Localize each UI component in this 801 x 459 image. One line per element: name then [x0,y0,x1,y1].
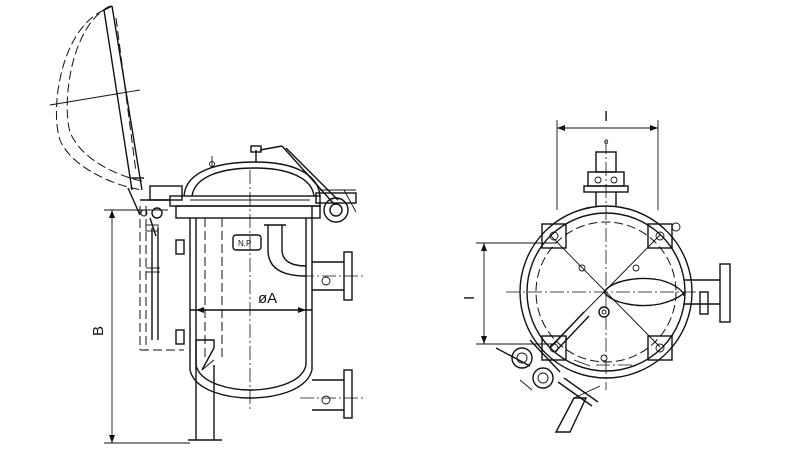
level-gauge-rod [139,206,185,351]
dimension-b: B [90,209,190,444]
outlet-pipe-plan [603,263,731,323]
inlet-elbow [264,224,307,277]
top-cover-dome [183,145,321,197]
dimension-diameter-label: øA [258,290,277,307]
inner-bolts [578,264,640,362]
dimension-side-label: I [461,296,478,300]
vessel-plan [506,140,700,390]
dimension-b-label: B [90,326,107,336]
support-leg [188,339,222,441]
dimension-diameter: øA [196,290,306,313]
outlet-nozzle [300,369,365,419]
opened-cover [49,5,147,216]
dimension-top-label: I [604,108,608,125]
body-flange [169,195,321,219]
svg-text:o: o [604,137,609,146]
lid-swing-arm [259,145,357,223]
plan-view: I o I [461,108,731,433]
nameplate: N.P [232,234,262,251]
inlet-nozzle [300,251,365,301]
dimension-side: I [461,242,556,345]
drain-handwheel [495,311,601,433]
side-elevation-view: N.P [49,5,365,444]
top-lug [583,151,629,206]
dimension-top: I o [556,108,659,210]
strainer-body [189,170,313,410]
nameplate-label: N.P [238,239,251,248]
mounting-pads [541,222,681,361]
